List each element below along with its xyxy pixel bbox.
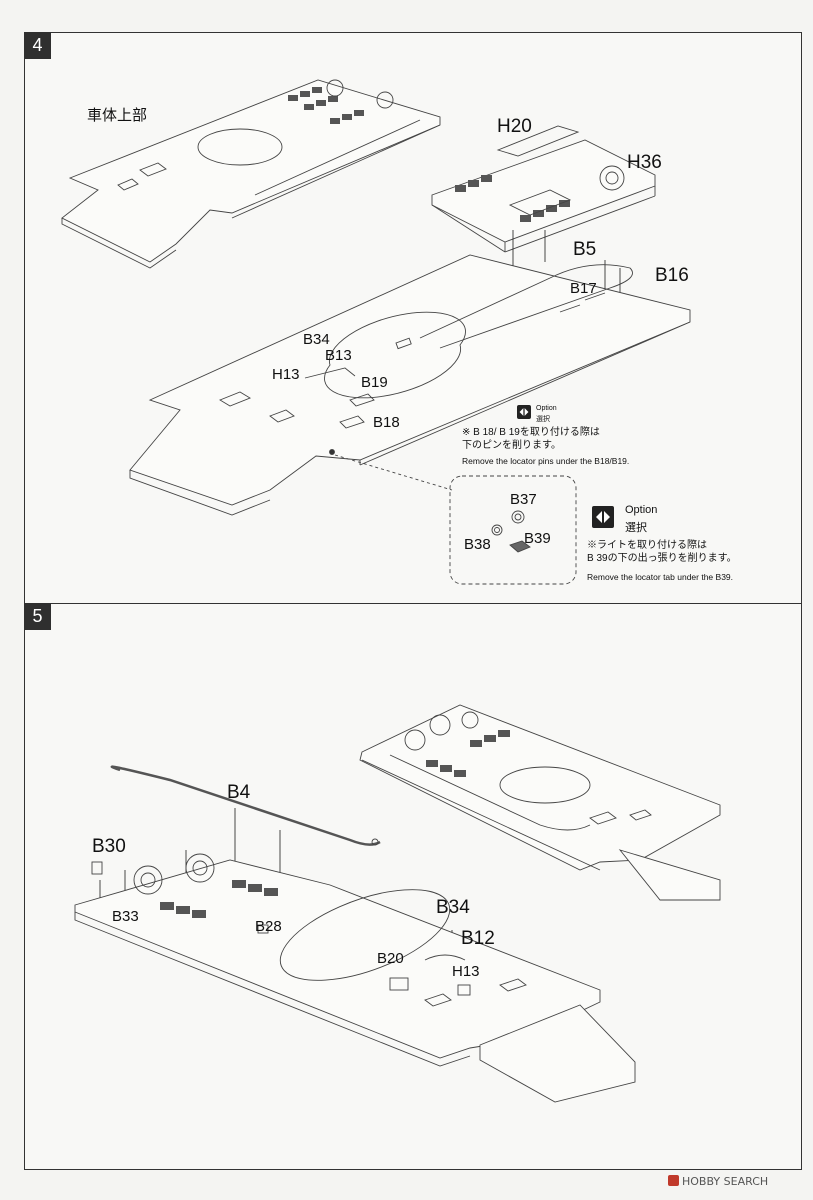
step-4-number: 4 bbox=[24, 32, 51, 59]
option-label-2: Option bbox=[625, 504, 658, 516]
part-label-b37: B37 bbox=[510, 491, 537, 508]
part-label-b33: B33 bbox=[112, 908, 139, 925]
section-title: 車体上部 bbox=[87, 107, 148, 124]
watermark-text: HOBBY SEARCH bbox=[682, 1175, 769, 1188]
option-note-jp-line2: 下のピンを削ります。 bbox=[462, 440, 561, 451]
upper-hull-drawing bbox=[129, 254, 691, 516]
part-label-b34-step5: B34 bbox=[436, 897, 470, 918]
part-label-b12: B12 bbox=[461, 928, 495, 949]
option-note-en: Remove the locator pins under the B18/B1… bbox=[462, 456, 630, 466]
option-label-jp: 選択 bbox=[536, 416, 550, 423]
part-label-b38: B38 bbox=[464, 536, 491, 553]
hobby-search-icon bbox=[668, 1175, 679, 1186]
option-note-jp-line1: ※ B 18/ B 19を取り付ける際は bbox=[462, 427, 600, 438]
watermark-logo: HOBBY SEARCH bbox=[668, 1175, 768, 1188]
step5-hull-drawing bbox=[74, 853, 636, 1103]
part-label-b18: B18 bbox=[373, 414, 400, 431]
part-label-h13: H13 bbox=[272, 366, 300, 383]
part-label-b5: B5 bbox=[573, 239, 597, 260]
option-arrows-icon bbox=[596, 511, 610, 523]
part-label-b20: B20 bbox=[377, 950, 404, 967]
option-note-jp-2-line1: ※ライトを取り付ける際は bbox=[587, 540, 707, 551]
part-label-b17: B17 bbox=[570, 280, 597, 297]
option-label-jp-2: 選択 bbox=[625, 522, 647, 534]
option-icon-2 bbox=[592, 506, 614, 528]
part-label-h36: H36 bbox=[627, 152, 662, 173]
tow-cable-drawing bbox=[110, 765, 381, 846]
detail-callout-box bbox=[449, 475, 577, 585]
step-5-number: 5 bbox=[24, 603, 51, 630]
part-label-b4: B4 bbox=[227, 782, 251, 803]
part-label-b16: B16 bbox=[655, 265, 689, 286]
part-label-b19: B19 bbox=[361, 374, 388, 391]
part-label-h13-step5: H13 bbox=[452, 963, 480, 980]
option-note-en-2: Remove the locator tab under the B39. bbox=[587, 572, 734, 582]
option-icon bbox=[517, 405, 531, 419]
option-arrows-icon bbox=[519, 408, 529, 416]
option-note-jp-2-line2: B 39の下の出っ張りを削ります。 bbox=[587, 553, 737, 564]
option-label: Option bbox=[536, 405, 557, 412]
reference-hull-drawing bbox=[61, 79, 441, 269]
part-label-b13: B13 bbox=[325, 347, 352, 364]
part-label-h20: H20 bbox=[497, 116, 532, 137]
completed-hull-drawing bbox=[359, 704, 721, 901]
part-label-b30: B30 bbox=[92, 836, 126, 857]
part-label-b28: B28 bbox=[255, 918, 282, 935]
part-label-b34: B34 bbox=[303, 331, 330, 348]
engine-deck-part-drawing bbox=[431, 125, 656, 253]
part-label-b39: B39 bbox=[524, 530, 551, 547]
light-part-drawing bbox=[491, 510, 531, 553]
